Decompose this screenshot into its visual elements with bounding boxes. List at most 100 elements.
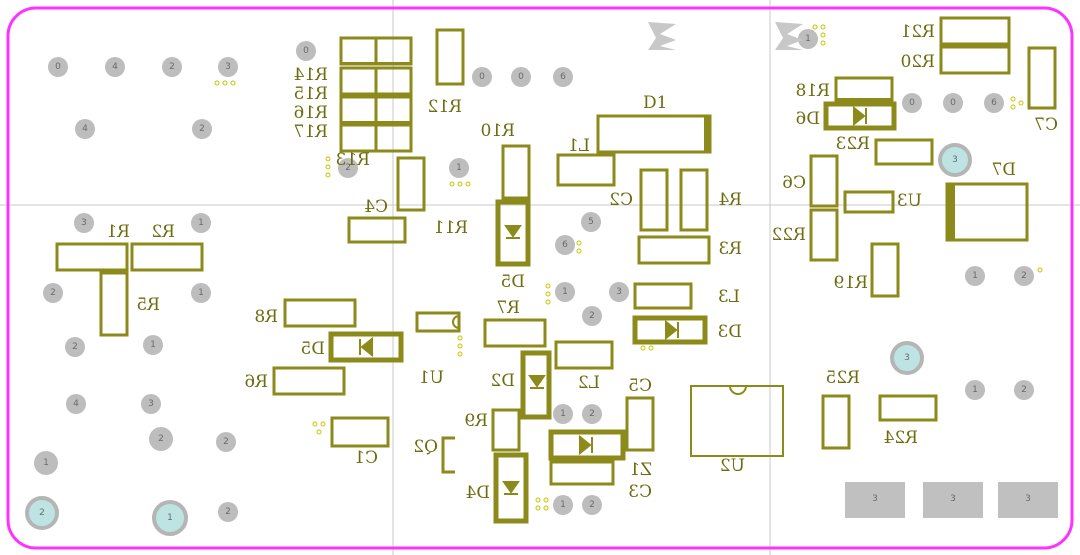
svg-text:0: 0	[518, 72, 524, 82]
label-r17: R17	[294, 122, 328, 142]
pad: 2	[1014, 380, 1034, 400]
diode-bodies	[328, 101, 897, 524]
label-r18: R18	[796, 81, 830, 101]
svg-text:0: 0	[303, 46, 309, 56]
pad: 2	[162, 57, 182, 77]
label-r11: R11	[434, 218, 468, 238]
pad: 1	[965, 380, 985, 400]
label-c6: C6	[782, 173, 806, 193]
diode-icon	[504, 225, 522, 239]
label-l3: L3	[718, 287, 740, 307]
label-r2: R2	[151, 222, 175, 242]
label-r3: R3	[718, 239, 742, 259]
svg-text:1: 1	[805, 34, 811, 44]
large-pads: 3 3 2 1	[25, 143, 972, 536]
pad: 4	[75, 119, 95, 139]
svg-text:2: 2	[199, 124, 205, 134]
svg-text:0: 0	[55, 62, 61, 72]
svg-text:6: 6	[562, 240, 568, 250]
svg-text:2: 2	[589, 500, 595, 510]
label-d5-lower: D5	[301, 339, 325, 359]
label-c1: C1	[354, 448, 378, 468]
svg-text:0: 0	[950, 98, 956, 108]
svg-text:1: 1	[150, 340, 156, 350]
pad: 1	[191, 283, 211, 303]
diode-icon	[502, 481, 520, 495]
pad: 1	[553, 495, 573, 515]
pad: 1	[191, 213, 211, 233]
svg-text:2: 2	[589, 311, 595, 321]
label-r6: R6	[244, 372, 268, 392]
pad: 2	[192, 119, 212, 139]
svg-text:2: 2	[158, 434, 164, 444]
label-z1: Z1	[629, 460, 652, 480]
pad: 3	[609, 282, 629, 302]
pad: 1	[553, 404, 573, 424]
label-d3: D3	[718, 322, 742, 342]
pad: 2	[338, 158, 358, 178]
r14-bar	[341, 62, 411, 65]
pad: 0	[296, 41, 316, 61]
label-r14: R14	[294, 65, 328, 85]
pad: 2	[582, 306, 602, 326]
label-d7: D7	[992, 160, 1016, 180]
d1-cathode-band	[704, 116, 710, 152]
u2-notch	[729, 385, 747, 395]
svg-text:3: 3	[148, 399, 154, 409]
svg-text:3: 3	[872, 494, 878, 504]
pad: 1	[449, 158, 469, 178]
pad: 2	[65, 337, 85, 357]
label-c2: C2	[609, 190, 633, 210]
label-r20: R20	[901, 52, 935, 72]
diode-icon	[853, 105, 867, 127]
pad-number: 3	[952, 155, 958, 165]
svg-text:2: 2	[1021, 271, 1027, 281]
through-hole-pads: 0 4 2 3 4 2 0 0 0 6 0 0 6 1 2 1 3 1 2 1 …	[34, 29, 1034, 522]
label-r22: R22	[772, 225, 806, 245]
pad: 1	[143, 335, 163, 355]
svg-text:1: 1	[198, 288, 204, 298]
diode-symbols	[359, 105, 867, 495]
svg-text:2: 2	[225, 507, 231, 517]
vias	[214, 24, 1043, 511]
svg-text:1: 1	[560, 409, 566, 419]
svg-text:5: 5	[588, 217, 594, 227]
svg-text:4: 4	[112, 62, 118, 72]
label-r1: R1	[106, 222, 130, 242]
board-outline	[6, 6, 1074, 550]
label-r23: R23	[836, 134, 870, 154]
svg-text:1: 1	[456, 163, 462, 173]
svg-text:2: 2	[589, 409, 595, 419]
label-r8: R8	[254, 307, 278, 327]
label-c4: C4	[364, 197, 388, 217]
svg-text:2: 2	[223, 437, 229, 447]
pad: 0	[511, 67, 531, 87]
pad: 6	[555, 235, 575, 255]
label-l1: L1	[568, 136, 590, 156]
svg-text:2: 2	[1021, 385, 1027, 395]
label-r9: R9	[464, 411, 488, 431]
label-q2: Q2	[413, 437, 438, 457]
pad-d7	[938, 143, 972, 177]
svg-text:0: 0	[909, 98, 915, 108]
pad: 1	[34, 451, 58, 475]
r16-bar	[341, 121, 411, 124]
svg-text:0: 0	[479, 72, 485, 82]
label-l2: L2	[578, 373, 600, 393]
pad: 2	[1014, 266, 1034, 286]
label-u3: U3	[897, 191, 922, 211]
label-c7: C7	[1034, 115, 1058, 135]
label-d2: D2	[491, 371, 515, 391]
svg-text:4: 4	[73, 399, 79, 409]
pad: 1	[965, 266, 985, 286]
pad: 6	[553, 67, 573, 87]
label-r15: R15	[294, 84, 328, 104]
pad: 2	[149, 427, 173, 451]
diode-icon	[579, 434, 593, 456]
r18-bar	[836, 98, 892, 102]
label-d1: D1	[643, 93, 667, 113]
pad: 2	[216, 432, 236, 452]
label-r24: R24	[884, 428, 918, 448]
svg-text:1: 1	[562, 287, 568, 297]
pad: 2	[582, 404, 602, 424]
